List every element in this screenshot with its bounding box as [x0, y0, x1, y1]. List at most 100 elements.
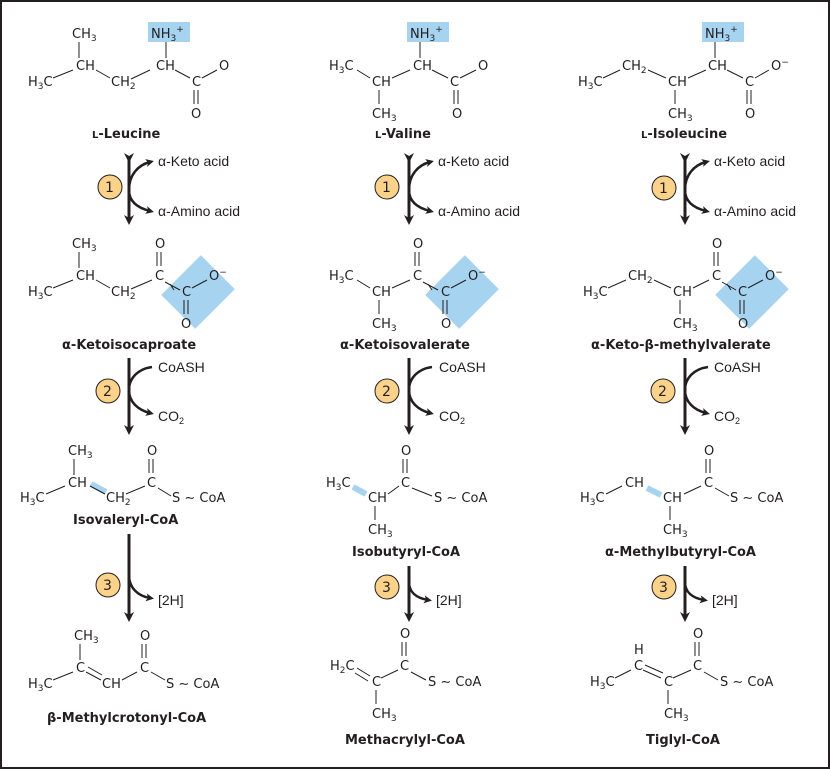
- step-number: 1: [105, 180, 114, 196]
- atom-c: C: [738, 285, 747, 300]
- step-3-badge: [374, 574, 400, 600]
- curved-arrow-out: [127, 159, 154, 191]
- structure-tiglyl-coa: O H C C H3C C S ∼ CoA CH3: [590, 627, 773, 724]
- compound-name-keto-acid: α-Ketoisovalerate: [340, 338, 470, 353]
- atom-c: C: [693, 659, 702, 674]
- reaction-step-1: 1 α-Keto acid α-Amino acid: [651, 153, 796, 225]
- step-1-badge: [374, 174, 400, 200]
- step-3-badge: [95, 572, 121, 598]
- coproduct-label: CO2: [439, 408, 465, 426]
- step-number: 2: [103, 384, 112, 400]
- atom-ch3: CH3: [68, 444, 93, 461]
- cosubstrate-label: CoASH: [158, 359, 205, 375]
- column-leucine: CH3 NH3+ CH CH H3C CH2 C O O L-Leucine 1…: [20, 22, 240, 726]
- structure-valine: NH3+ H3C CH O CH C CH3 O: [329, 22, 488, 124]
- compound-name-amino-acid: L-Isoleucine: [641, 127, 727, 142]
- reaction-step-3: 3 [2H]: [651, 566, 738, 622]
- atom-o: O: [712, 237, 722, 252]
- atom-ch: CH: [708, 59, 727, 74]
- atom-ch3: CH3: [663, 523, 688, 540]
- carboxyl-highlight: [715, 255, 789, 329]
- atom-c: C: [140, 661, 149, 676]
- reaction-step-3: 3 [2H]: [95, 534, 184, 622]
- coproduct-label: α-Amino acid: [158, 203, 240, 219]
- atom-h3c: H3C: [580, 491, 605, 508]
- curved-arrow: [683, 365, 710, 416]
- curved-arrow: [407, 365, 434, 416]
- atom-s-coa: S ∼ CoA: [428, 675, 481, 690]
- atom-s-coa: S ∼ CoA: [172, 491, 225, 506]
- cosubstrate-label: α-Keto acid: [438, 153, 509, 169]
- atom-ch2: CH2: [628, 269, 653, 286]
- atom-ch: CH: [668, 75, 687, 90]
- step-1-badge: [97, 174, 123, 200]
- atom-h3c: H3C: [590, 675, 615, 692]
- atom-c: C: [182, 285, 191, 300]
- atom-ch3: CH3: [668, 107, 693, 124]
- atom-c: C: [192, 75, 201, 90]
- structure-keto-methylvalerate: O CH2 C O− H3C CH C CH3 O: [583, 237, 789, 334]
- reaction-step-2: 2 CoASH CO2: [374, 358, 486, 435]
- atom-o: O: [452, 107, 462, 122]
- atom-o: O: [155, 237, 165, 252]
- atom-h3c: H3C: [578, 75, 603, 92]
- dehydrogenation-highlight: [89, 481, 108, 495]
- compound-name-enoyl-coa: Tiglyl-CoA: [646, 733, 720, 748]
- atom-ch2: CH2: [106, 491, 131, 508]
- coproduct-label: α-Amino acid: [438, 203, 520, 219]
- dehydrogenation-highlight: [645, 485, 663, 498]
- amino-group-highlight: [148, 22, 190, 42]
- amino-group-highlight: [407, 22, 449, 42]
- reaction-step-2: 2 CoASH CO2: [95, 358, 205, 435]
- atom-s-coa: S ∼ CoA: [730, 491, 783, 506]
- compound-name-keto-acid: α-Ketoisocaproate: [62, 338, 196, 353]
- atom-ch3: CH3: [372, 317, 397, 334]
- dehydrogenation-highlight: [351, 484, 368, 497]
- atom-c: C: [441, 285, 450, 300]
- atom-h3c: H3C: [28, 285, 53, 302]
- atom-ch: CH: [102, 677, 121, 692]
- coproduct-label: [2H]: [712, 592, 738, 608]
- structure-isobutyryl-coa: O H3C C CH S ∼ CoA CH3: [326, 444, 487, 540]
- step-2-badge: [95, 378, 121, 404]
- compound-name-amino-acid: L-Valine: [375, 127, 431, 142]
- atom-ch: CH: [156, 59, 175, 74]
- structure-methylbutyryl-coa: O CH C H3C CH S ∼ CoA CH3: [580, 444, 783, 540]
- amino-group-highlight: [702, 22, 744, 42]
- atom-c: C: [450, 75, 459, 90]
- coproduct-label: [2H]: [436, 592, 462, 608]
- compound-name-acyl-coa: Isobutyryl-CoA: [352, 545, 460, 560]
- atom-ch: CH: [76, 59, 95, 74]
- atom-c: C: [634, 659, 643, 674]
- atom-c: C: [712, 269, 721, 284]
- atom-ch3: CH3: [372, 107, 397, 124]
- atom-h3c: H3C: [28, 75, 53, 92]
- atom-ch3: CH3: [368, 523, 393, 540]
- atom-ch2: CH2: [111, 285, 136, 302]
- atom-h3c: H3C: [583, 285, 608, 302]
- atom-ch: CH: [372, 75, 391, 90]
- curved-arrow-out: [683, 159, 710, 191]
- atom-ch: CH: [625, 476, 644, 491]
- atom-o: O: [745, 107, 755, 122]
- atom-ch3: CH3: [372, 707, 397, 724]
- atom-o: O: [693, 627, 703, 642]
- compound-name-keto-acid: α-Keto-β-methylvalerate: [591, 338, 771, 353]
- structure-ketoisovalerate: O H3C C O− CH C CH3 O: [329, 237, 499, 334]
- atom-o: O: [191, 107, 201, 122]
- coproduct-label: CO2: [714, 408, 740, 426]
- atom-o: O: [413, 237, 423, 252]
- atom-ch: CH: [368, 491, 387, 506]
- atom-o: O: [181, 317, 191, 332]
- atom-c: C: [704, 476, 713, 491]
- atom-ch3: CH3: [673, 317, 698, 334]
- atom-c: C: [372, 675, 381, 690]
- atom-c: C: [745, 75, 754, 90]
- coproduct-label: [2H]: [158, 592, 184, 608]
- curved-arrow: [127, 365, 154, 416]
- atom-ch: CH: [663, 491, 682, 506]
- structure-isovaleryl-coa: CH3 O CH C H3C CH2 S ∼ CoA: [20, 444, 225, 508]
- atom-ch3: CH3: [72, 237, 97, 254]
- curved-arrow-out: [407, 189, 434, 214]
- curved-arrow: [407, 581, 432, 604]
